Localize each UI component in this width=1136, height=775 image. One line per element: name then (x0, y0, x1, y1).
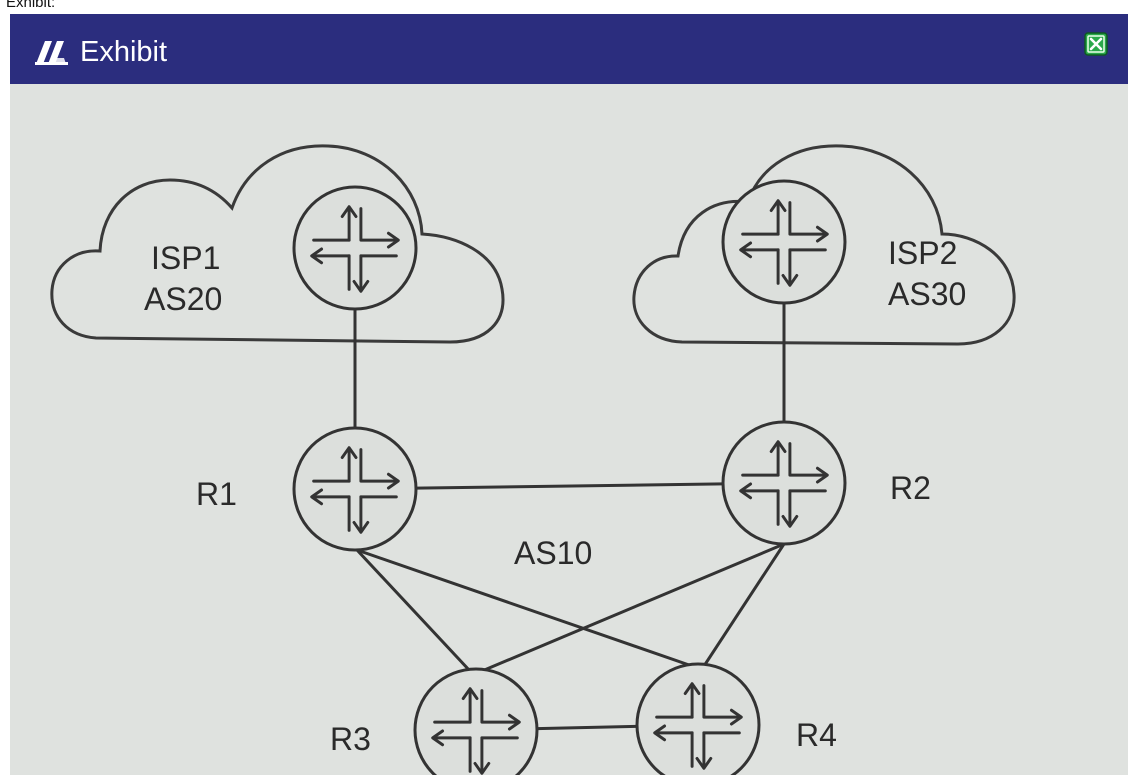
isp1-label-line1: ISP1 (151, 240, 220, 276)
link-r1-r2 (415, 482, 724, 490)
isp2-label-line2: AS30 (888, 276, 966, 312)
network-diagram: ISP1 AS20 ISP2 AS30 R1 R2 R3 R4 AS10 (50, 144, 1016, 775)
exhibit-window: Exhibit (10, 14, 1128, 775)
link-r2-r3 (481, 542, 785, 673)
r2-router-icon (721, 420, 847, 546)
diagram-area: ISP1 AS20 ISP2 AS30 R1 R2 R3 R4 AS10 (10, 84, 1128, 775)
exhibit-caption: Exhibit: (6, 0, 56, 11)
r3-label: R3 (330, 721, 371, 757)
close-icon[interactable] (1084, 32, 1108, 56)
isp2-router-router-icon (721, 179, 847, 305)
r3-router-icon (413, 667, 539, 775)
isp1-cloud (50, 144, 505, 344)
link-r1-r3 (355, 548, 472, 673)
isp2-label-line1: ISP2 (888, 235, 957, 271)
r4-label: R4 (796, 717, 837, 753)
r1-router-icon (292, 426, 418, 552)
r4-router-icon (635, 662, 761, 775)
link-r2-r4 (702, 543, 786, 667)
isp1-label-line2: AS20 (144, 281, 222, 317)
as10-label: AS10 (514, 535, 592, 571)
title-bar: Exhibit (10, 14, 1128, 84)
r2-label: R2 (890, 470, 931, 506)
exhibit-icon (35, 41, 68, 65)
isp2-cloud (632, 144, 1016, 346)
link-r3-r4 (536, 724, 638, 731)
isp1-router-router-icon (292, 185, 418, 311)
link-r1-r4 (356, 548, 693, 668)
window-title: Exhibit (80, 36, 168, 68)
r1-label: R1 (196, 476, 237, 512)
